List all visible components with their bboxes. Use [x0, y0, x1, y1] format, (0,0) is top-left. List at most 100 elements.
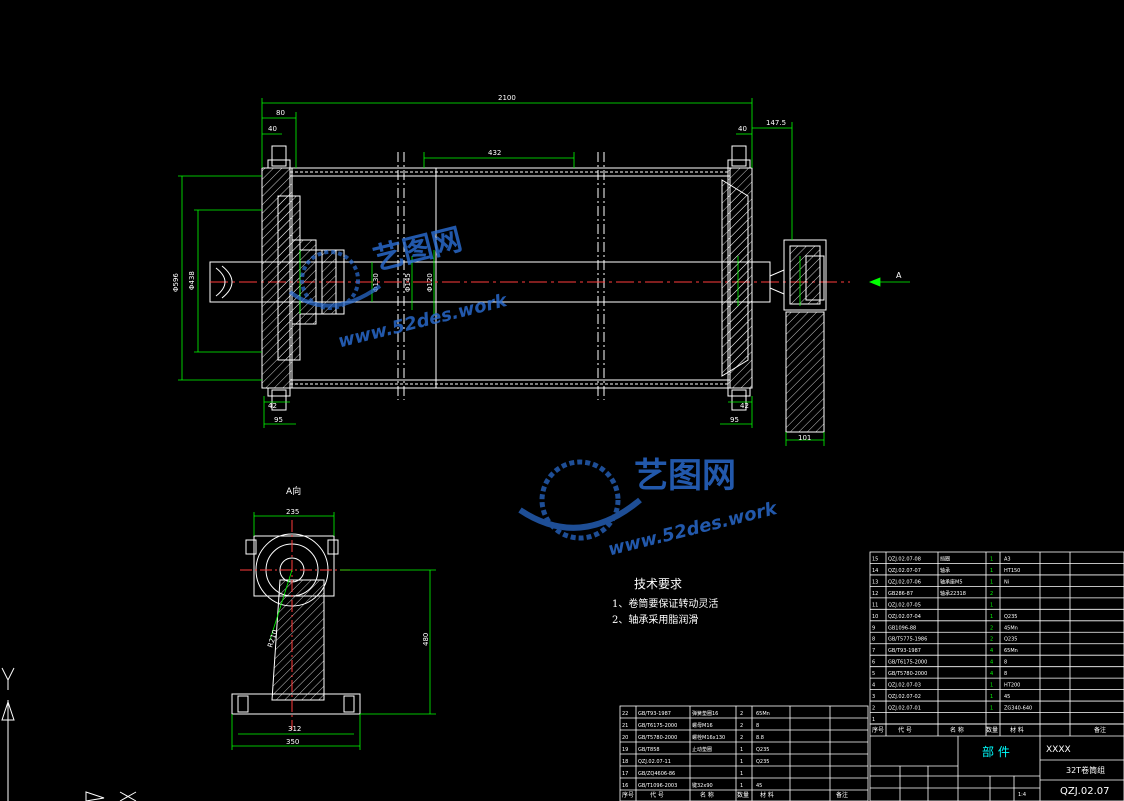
bom-header-note: 备注 — [1094, 726, 1106, 734]
view-a-dimensions — [231, 512, 436, 750]
bom-right-cell-code: GB/T6175-2000 — [888, 660, 927, 666]
bom-left-cell-mat: 8 — [756, 723, 759, 729]
support-bracket — [785, 311, 825, 433]
bom-right-cell-qty: 2 — [990, 637, 993, 643]
bom-right-cell-code: QZJ.02.07-03 — [888, 683, 921, 689]
bom-right-cell-qty: 4 — [990, 660, 993, 666]
bom-right-cell-qty: 4 — [990, 648, 993, 654]
bom-left-header-no: 序号 — [622, 791, 634, 799]
bom-right-cell-mat: 45Mn — [1004, 625, 1018, 631]
tech-requirement-1: 1、卷筒要保证转动灵活 — [612, 599, 719, 610]
dim-shaft-b: Φ145 — [404, 273, 412, 292]
bom-right-cell-code: GB/T93-1987 — [888, 648, 921, 654]
dim-overall-length: 2100 — [498, 94, 516, 102]
bom-right-cell-qty: 2 — [990, 591, 993, 597]
bom-right-cell-code: QZJ.02.07-01 — [888, 706, 921, 712]
dim-right-bottom-b: 95 — [730, 416, 739, 424]
bom-right-cell-mat: Ni — [1004, 579, 1009, 585]
bom-left-cell-no: 17 — [622, 771, 628, 777]
dim-inner-dia: Φ438 — [188, 271, 196, 290]
bom-header-code: 代 号 — [898, 726, 912, 734]
dim-left-bottom-a: 42 — [268, 402, 277, 410]
bom-right-cell-qty: 1 — [990, 694, 993, 700]
bom-right-cell-code: QZJ.02.07-02 — [888, 694, 921, 700]
dim-right-bottom-a: 42 — [740, 402, 749, 410]
dimension-texts: 2100 80 40 40 147.5 432 42 95 42 95 101 … — [172, 94, 902, 746]
bom-right-cell-qty: 1 — [990, 614, 993, 620]
bom-right-cell-mat: 45 — [1004, 694, 1010, 700]
bom-left-cell-no: 21 — [622, 723, 628, 729]
bom-right-cell-qty: 1 — [990, 683, 993, 689]
view-a-title: A向 — [286, 485, 301, 497]
bom-left-cell-name: 螺母M16 — [692, 722, 713, 729]
bom-right-cell-no: 9 — [872, 625, 875, 631]
bom-left-cell-code: GB/T1096-2003 — [638, 783, 677, 789]
bom-left-cell-code: GB/T6175-2000 — [638, 723, 677, 729]
title-label: 部 件 — [982, 744, 1010, 759]
bom-right-cell-code: GB/T5780-2000 — [888, 671, 927, 677]
bom-left-cell-qty: 1 — [740, 783, 743, 789]
bom-left-cell-no: 20 — [622, 735, 628, 741]
bom-right-cell-code: QZJ.02.07-05 — [888, 602, 921, 608]
bom-right-cell-qty: 1 — [990, 568, 993, 574]
title-block: 序号 代 号 名 称 数量 材 料 备注 部 件 XXXX 32T卷筒组 QZJ… — [622, 726, 1109, 799]
dim-view-top: 235 — [286, 508, 299, 516]
dimension-lines — [178, 98, 910, 446]
bom-right-cell-code: QZJ.02.07-06 — [888, 579, 921, 585]
bom-left-cell-qty: 1 — [740, 771, 743, 777]
bom-left-cell-mat: 8.8 — [756, 735, 764, 741]
bom-left-cell-code: GB/T93-1987 — [638, 711, 671, 717]
drawing-no: QZJ.02.07 — [1060, 786, 1109, 797]
dim-right-overhang: 147.5 — [766, 119, 786, 127]
bom-right-cell-qty: 1 — [990, 602, 993, 608]
bom-right-cell-no: 12 — [872, 591, 878, 597]
bom-left-cell-no: 16 — [622, 783, 628, 789]
bom-left-cell-mat: 45 — [756, 783, 762, 789]
dim-center-span: 432 — [488, 149, 501, 157]
bom-left-cell-qty: 2 — [740, 723, 743, 729]
bom-right-cell-no: 7 — [872, 648, 875, 654]
bom-left-cell-code: GB/T5780-2000 — [638, 735, 677, 741]
bom-header-qty: 数量 — [986, 726, 998, 734]
drawing-name: 32T卷筒组 — [1066, 765, 1105, 775]
bom-right-cell-qty: 4 — [990, 671, 993, 677]
bom-right-cell-no: 14 — [872, 568, 878, 574]
dim-left-bottom-b: 95 — [274, 416, 283, 424]
bom-left-cell-no: 18 — [622, 759, 628, 765]
drawing-scale: 1:4 — [1018, 792, 1026, 798]
bom-left-cell-qty: 1 — [740, 747, 743, 753]
bom-left-cell-code: GB/ZQ4606-86 — [638, 771, 675, 777]
dim-view-base-outer: 350 — [286, 738, 299, 746]
dim-view-height: 480 — [422, 633, 430, 646]
bom-right-cell-no: 10 — [872, 614, 878, 620]
bom-right-cell-name: 轴承座M5 — [940, 578, 963, 585]
bom-left-header-qty: 数量 — [737, 791, 749, 799]
bom-right-cell-qty: 1 — [990, 706, 993, 712]
dim-outer-dia: Φ596 — [172, 273, 180, 292]
bom-right-cell-mat: 65Mn — [1004, 648, 1018, 654]
bom-right-cell-no: 4 — [872, 683, 875, 689]
bom-left-header-name: 名 称 — [700, 791, 714, 799]
bom-right-cell-no: 13 — [872, 579, 878, 585]
bom-right-cell-mat: 8 — [1004, 660, 1007, 666]
dim-shaft-c: Φ120 — [426, 273, 434, 292]
ucs-icon — [1, 667, 137, 801]
company-name: XXXX — [1046, 745, 1071, 755]
bom-right-cell-qty: 1 — [990, 556, 993, 562]
watermark-brand-2: 艺图网 — [634, 456, 736, 496]
watermark-logo — [288, 250, 642, 541]
bom-right-cell-no: 8 — [872, 637, 875, 643]
bom-header-mat: 材 料 — [1010, 726, 1024, 734]
bom-right-cell-name: 轴承 — [940, 567, 950, 574]
bom-right-cell-mat: Q235 — [1004, 614, 1017, 620]
bom-left-cell-name: 弹簧垫圈16 — [692, 710, 718, 717]
bom-right-cell-no: 6 — [872, 660, 875, 666]
drum-shell — [289, 167, 731, 389]
bom-right-cell-code: QZJ.02.07-08 — [888, 556, 921, 562]
bom-right-cell-mat: A3 — [1004, 556, 1011, 562]
bom-left-header-mat: 材 料 — [760, 791, 774, 799]
bom-right-cell-code: GB1096-88 — [888, 625, 916, 631]
